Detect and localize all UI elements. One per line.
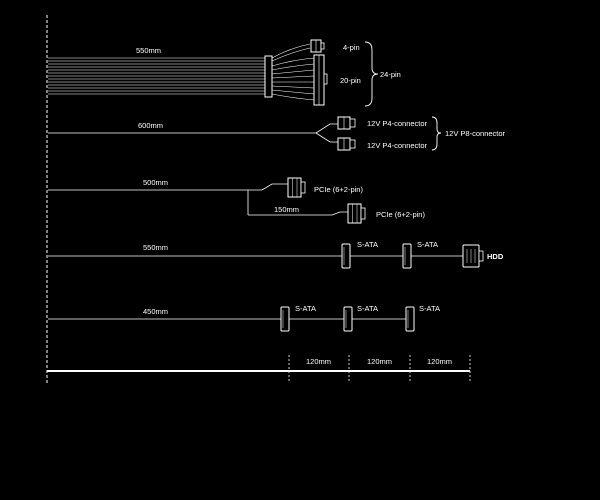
pcie-label-2: PCIe (6+2-pin) — [376, 210, 425, 219]
sata-connector-b1 — [280, 306, 290, 332]
sata-b2-label: S-ATA — [357, 304, 378, 313]
scale-seg2-label: 120mm — [367, 357, 392, 366]
scale-seg3-label: 120mm — [427, 357, 452, 366]
atx-24pin-label: 24-pin — [380, 70, 401, 79]
atx-cable: 550mm 4-pin 20-pin 24-pin — [48, 39, 401, 107]
sata-hdd-cable: 550mm S-ATA S-ATA HDD — [48, 240, 504, 269]
cpu-cable: 600mm 12V P4-connector 12V P4-connector … — [48, 116, 506, 151]
cpu-p4-label-1: 12V P4-connector — [367, 119, 428, 128]
cpu-p8-label: 12V P8-connector — [445, 129, 506, 138]
pcie-branch-length-label: 150mm — [274, 205, 299, 214]
atx-group-brace — [364, 41, 379, 107]
pcie-label-1: PCIe (6+2-pin) — [314, 185, 363, 194]
pcie-cable: 500mm PCIe (6+2-pin) 150mm PCIe (6+2-pin… — [48, 177, 425, 224]
sata-hdd-length-label: 550mm — [143, 243, 168, 252]
sata-a1-label: S-ATA — [357, 240, 378, 249]
atx-20pin-label: 20-pin — [340, 76, 361, 85]
sata-cable: 450mm S-ATA S-ATA S-ATA — [48, 304, 440, 332]
sata-connector-a2 — [402, 243, 412, 269]
sata-a2-label: S-ATA — [417, 240, 438, 249]
scale-seg1-label: 120mm — [306, 357, 331, 366]
sata-connector-a1 — [341, 243, 351, 269]
sata-connector-b2 — [343, 306, 353, 332]
atx-4pin-label: 4-pin — [343, 43, 360, 52]
sata-b1-label: S-ATA — [295, 304, 316, 313]
pcie-connector-2 — [347, 203, 362, 224]
cpu-group-brace — [431, 116, 442, 151]
sata-length-label: 450mm — [143, 307, 168, 316]
atx-length-label: 550mm — [136, 46, 161, 55]
pcie-connector-1 — [287, 177, 302, 198]
sata-connector-b3 — [405, 306, 415, 332]
cpu-p4-label-2: 12V P4-connector — [367, 141, 428, 150]
hdd-label: HDD — [487, 252, 504, 261]
sata-b3-label: S-ATA — [419, 304, 440, 313]
pcie-length-label: 500mm — [143, 178, 168, 187]
atx-wire-bundle — [48, 57, 268, 95]
cpu-length-label: 600mm — [138, 121, 163, 130]
atx-cable-sleeve — [264, 55, 273, 98]
scale-bar: 120mm 120mm 120mm — [47, 355, 471, 383]
